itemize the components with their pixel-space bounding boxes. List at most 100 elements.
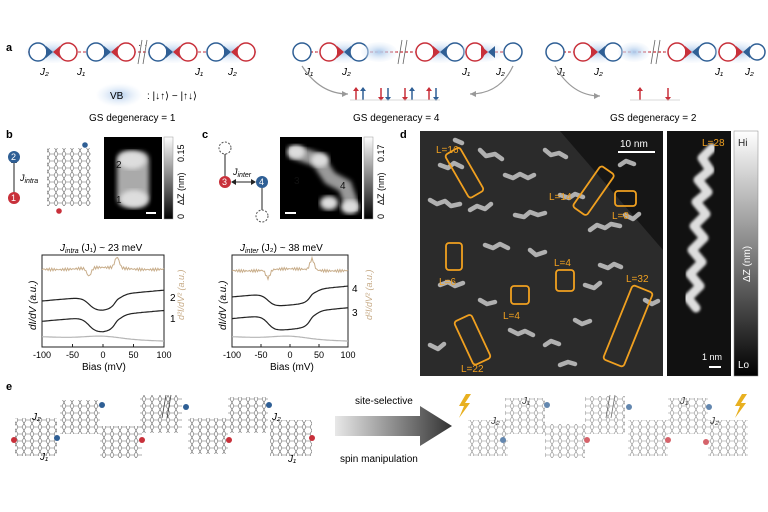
lightning-icon-left <box>459 394 471 418</box>
arrow-label-top: site-selective <box>355 396 413 407</box>
nanographene-chain-after: J₁ J₂ J₁ J₂ <box>468 394 748 458</box>
chain1-j-left: J₂ <box>39 67 49 78</box>
chart-b-tick-label--100: -100 <box>33 350 51 360</box>
stm-zoom-image: L=28 1 nm <box>667 131 731 376</box>
stm-image-c: 3 4 <box>280 137 362 219</box>
colorbar-b-min: 0 <box>176 214 186 219</box>
arrow-label-bottom: spin manipulation <box>340 454 418 465</box>
before-j2a: J₂ <box>31 412 41 423</box>
chart-c-title: Jinter (J₂) ~ 38 meV <box>239 243 323 255</box>
lightning-icon-right <box>735 394 747 418</box>
chain2-j4: J₂ <box>495 67 505 78</box>
colorbar-c-min: 0 <box>376 214 386 219</box>
length-label-4b: L=4 <box>554 258 571 269</box>
chart-b-series-2-0 <box>41 289 165 311</box>
stm-c-label-4: 4 <box>340 181 346 192</box>
vb-label: VB <box>110 91 124 102</box>
length-label-4a: L=4 <box>503 311 520 322</box>
colorbar-c: 0.17 0 ΔZ (nm) <box>363 136 386 220</box>
stm-b-label-1: 1 <box>116 195 122 206</box>
dimer-8 <box>570 41 626 63</box>
chart-c-tick-label--100: -100 <box>223 350 241 360</box>
chart-c-ylabel: dI/dV (a.u.) <box>218 281 229 330</box>
dimer-7 <box>460 42 504 62</box>
site-3-label: 3 <box>222 177 227 187</box>
edge-site-right <box>503 42 523 62</box>
after-j2b: J₂ <box>709 416 719 427</box>
chart-b-title: Jintra (J₁) ~ 23 meV <box>59 243 143 255</box>
panel-d: d <box>400 129 759 377</box>
chart-c-series-3-1 <box>231 307 349 331</box>
chart-c-series <box>231 255 349 342</box>
chain-length-boxes <box>444 147 654 368</box>
stm-overview-image: 10 nm L=16 L=14 L=8 L=6 L=4 L=4 L=32 L=2… <box>420 131 663 376</box>
site-4-label: 4 <box>259 177 264 187</box>
stm-image-b: 2 1 <box>104 137 162 219</box>
chart-c-tick-label--50: -50 <box>254 350 267 360</box>
spin-chain-2: J₁ J₂ J₁ J₂ <box>292 39 523 97</box>
zoom-scalebar-label: 1 nm <box>702 352 722 362</box>
before-j1a: J₁ <box>39 452 48 463</box>
panel-label-e: e <box>6 381 12 393</box>
after-j1b: J₁ <box>679 396 688 407</box>
length-label-32: L=32 <box>626 274 649 285</box>
site-1-label: 1 <box>11 193 16 203</box>
chart-b-series-d2idv2-2 <box>41 256 165 277</box>
chart-c-tick-label-0: 0 <box>287 350 292 360</box>
chart-c-series-reference-3 <box>231 335 348 342</box>
chain1-j-right2: J₂ <box>227 67 237 78</box>
chart-b-xlabel: Bias (mV) <box>82 362 126 373</box>
valence-bond-legend: VB : |↓↑⟩ − |↑↓⟩ <box>97 84 197 106</box>
radical-sites-before <box>11 402 315 443</box>
chain-length-labels: L=16 L=14 L=8 L=6 L=4 L=4 L=32 L=22 <box>436 145 649 375</box>
after-j2a: J₂ <box>490 416 500 427</box>
chart-c-curve-label-3: 3 <box>352 308 358 319</box>
length-label-16: L=16 <box>436 145 459 156</box>
chain3-j4: J₂ <box>744 67 754 78</box>
dimer-3 <box>145 41 201 63</box>
colorbar-c-max: 0.17 <box>376 144 386 162</box>
colorbar-c-unit: ΔZ (nm) <box>376 172 386 205</box>
panel-e: e J₂ <box>6 381 748 465</box>
manipulation-arrow: site-selective spin manipulation <box>335 396 452 465</box>
chart-b-series-1-1 <box>41 309 165 333</box>
zoom-length-label: L=28 <box>702 138 725 149</box>
after-j1a: J₁ <box>521 396 530 407</box>
chart-c-curve-label-4: 4 <box>352 284 358 295</box>
chain2-j1: J₁ <box>304 67 313 78</box>
chain1-j-mid: J₁ <box>76 67 85 78</box>
chart-b-tick-label--50: -50 <box>66 350 79 360</box>
j-inter-label: Jinter <box>232 167 252 179</box>
svg-text:· ·: · · <box>138 40 147 51</box>
chain1-j-right1: J₁ <box>194 67 203 78</box>
j-intra-label: Jintra <box>19 173 38 185</box>
chart-c-xlabel: Bias (mV) <box>270 362 314 373</box>
chart-b-curve-label-2: 2 <box>170 293 176 304</box>
panel-label-b: b <box>6 129 13 141</box>
dimer-9 <box>618 41 720 63</box>
chart-b-tick-label-100: 100 <box>156 350 171 360</box>
panel-b: b 2 1 Jintra 2 1 0.15 0 ΔZ (n <box>6 129 186 220</box>
before-j2b: J₂ <box>271 412 281 423</box>
colorbar-d-unit: ΔZ (nm) <box>742 246 753 282</box>
length-label-22: L=22 <box>461 364 484 375</box>
colorbar-d: Hi Lo ΔZ (nm) <box>733 130 759 377</box>
stm-b-label-2: 2 <box>116 160 122 171</box>
chart-b-series <box>41 256 165 342</box>
panel-a: a · · <box>6 39 766 124</box>
dimer-schematic-c: 3 4 Jinter <box>218 141 269 223</box>
chart-b-series-reference-3 <box>41 335 164 342</box>
panel-label-c: c <box>202 129 208 141</box>
chart-b-ylabel: dI/dV (a.u.) <box>28 281 39 330</box>
chart-c-ylabel-right: d²I/dV² (a.u.) <box>364 269 374 320</box>
colorbar-b-unit: ΔZ (nm) <box>176 172 186 205</box>
before-j1b: J₁ <box>287 454 296 465</box>
length-label-6: L=6 <box>439 277 456 288</box>
chart-c-tick-label-100: 100 <box>340 350 355 360</box>
chart-b-curve-label-1: 1 <box>170 314 176 325</box>
gs-degeneracy-2: GS degeneracy = 2 <box>610 113 697 124</box>
radical-sites-after <box>500 402 712 445</box>
